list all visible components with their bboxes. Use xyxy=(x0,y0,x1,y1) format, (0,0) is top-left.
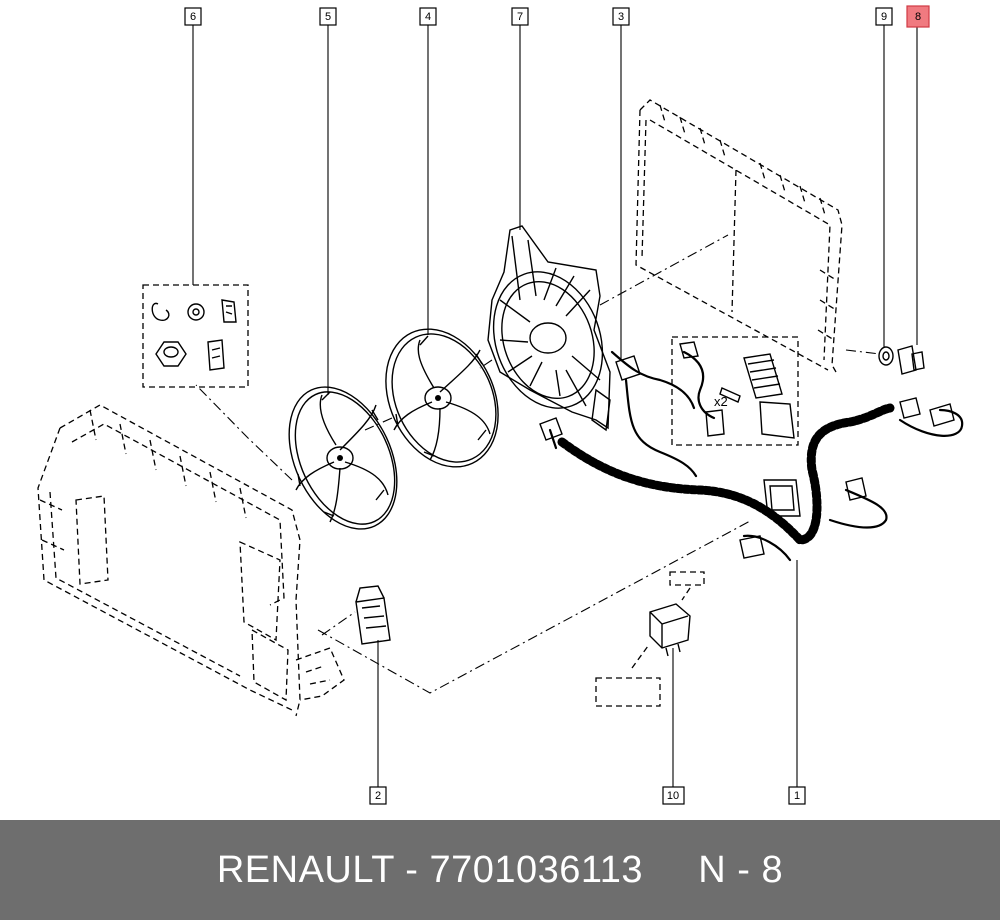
callout-7-label: 7 xyxy=(517,11,523,23)
bracket-2 xyxy=(355,585,391,645)
callout-9[interactable]: 9 xyxy=(875,7,893,26)
fan-blade-5 xyxy=(288,386,398,530)
fan-blade-4 xyxy=(385,328,499,468)
fan-shroud-7 xyxy=(487,225,611,432)
connector-kit-3: x2 xyxy=(671,336,799,446)
callout-8[interactable]: 8 xyxy=(906,5,930,28)
callout-4-label: 4 xyxy=(425,11,431,23)
fixing-kit-6 xyxy=(142,284,249,388)
quantity-label: x2 xyxy=(714,394,728,409)
callout-6-label: 6 xyxy=(190,11,196,23)
assembly-lines xyxy=(195,234,881,694)
wiring-harness-1 xyxy=(539,350,964,562)
callout-2-label: 2 xyxy=(375,790,381,802)
leader-lines xyxy=(192,25,918,788)
callout-9-label: 9 xyxy=(881,11,887,23)
callout-2[interactable]: 2 xyxy=(369,786,387,805)
callout-3[interactable]: 3 xyxy=(612,7,630,26)
washer-9 xyxy=(878,346,894,366)
callout-10[interactable]: 10 xyxy=(662,786,685,805)
callout-6[interactable]: 6 xyxy=(184,7,202,26)
footer-bar: RENAULT - 7701036113 N - 8 xyxy=(0,820,1000,920)
relay-10 xyxy=(595,571,705,707)
front-panel xyxy=(37,404,345,717)
callout-1[interactable]: 1 xyxy=(788,786,806,805)
callout-5[interactable]: 5 xyxy=(319,7,337,26)
callout-7[interactable]: 7 xyxy=(511,7,529,26)
radiator xyxy=(635,99,843,373)
callout-10-label: 10 xyxy=(667,790,679,802)
callout-5-label: 5 xyxy=(325,11,331,23)
parts-diagram: x2 xyxy=(37,5,964,805)
callout-1-label: 1 xyxy=(794,790,800,802)
callout-8-label: 8 xyxy=(915,11,921,23)
part-number-caption: RENAULT - 7701036113 N - 8 xyxy=(216,848,784,891)
thermal-switch-8 xyxy=(897,345,925,375)
callout-3-label: 3 xyxy=(618,11,624,23)
callout-4[interactable]: 4 xyxy=(419,7,437,26)
